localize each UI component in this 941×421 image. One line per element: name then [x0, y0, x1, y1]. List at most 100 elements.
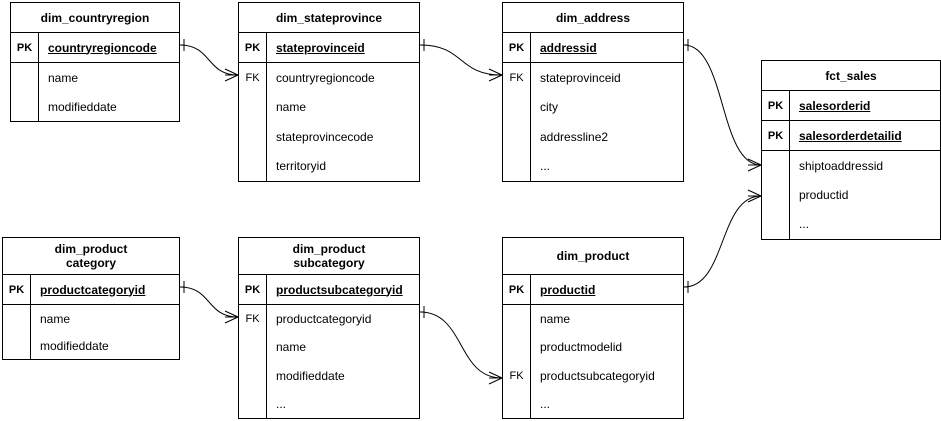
attribute-name: ...	[799, 217, 810, 232]
crows-foot-icon	[224, 68, 239, 82]
attribute-name: productmodelid	[540, 340, 623, 355]
attribute-name: name	[40, 311, 71, 326]
crows-foot-icon	[488, 371, 503, 385]
attribute-row-salesorderdetailid[interactable]: PK salesorderdetailid	[762, 121, 940, 151]
key-badge	[503, 333, 531, 362]
attribute-row-territoryid[interactable]: territoryid	[239, 151, 419, 181]
entity-title: dim_product	[503, 238, 683, 275]
relationship-line	[179, 286, 239, 318]
attribute-row-modifieddate[interactable]: modifieddate	[239, 361, 419, 390]
attribute-row-name[interactable]: name	[239, 92, 419, 122]
attribute-name: territoryid	[276, 159, 327, 174]
attribute-row-...[interactable]: ...	[503, 389, 683, 418]
attribute-name: stateprovinceid	[276, 40, 365, 55]
key-badge	[239, 122, 267, 152]
attribute-row-stateprovincecode[interactable]: stateprovincecode	[239, 122, 419, 152]
attribute-name: name	[540, 312, 571, 327]
key-badge: FK	[239, 63, 267, 93]
relationship-line	[419, 44, 503, 76]
attribute-row-addressline2[interactable]: addressline2	[503, 122, 683, 152]
relationship-countryregion-to-stateprovince	[176, 39, 239, 82]
key-badge	[239, 92, 267, 122]
attribute-row-name[interactable]: name	[3, 305, 179, 332]
attribute-row-productcategoryid[interactable]: FK productcategoryid	[239, 305, 419, 334]
relationship-address-to-sales	[680, 39, 762, 172]
relationship-line	[683, 195, 762, 288]
attribute-row-productmodelid[interactable]: productmodelid	[503, 333, 683, 362]
attribute-name: name	[48, 70, 79, 85]
attribute-name: productid	[799, 187, 849, 202]
entity-title: fct_sales	[762, 61, 940, 91]
crows-foot-icon	[747, 189, 762, 203]
attribute-name: salesorderdetailid	[799, 128, 902, 143]
attribute-name: name	[276, 100, 307, 115]
attribute-row-...[interactable]: ...	[762, 209, 940, 239]
attribute-name: modifieddate	[276, 368, 345, 383]
key-badge	[762, 151, 790, 181]
key-badge	[239, 333, 267, 362]
relationship-stateprovince-to-address	[416, 39, 503, 82]
attribute-name: productid	[540, 282, 596, 297]
attribute-name: productcategoryid	[276, 312, 372, 327]
attribute-name: ...	[540, 396, 551, 411]
key-badge	[3, 332, 31, 359]
attribute-row-modifieddate[interactable]: modifieddate	[3, 332, 179, 359]
attribute-row-...[interactable]: ...	[503, 151, 683, 181]
attribute-row-modifieddate[interactable]: modifieddate	[11, 92, 179, 121]
attribute-name: addressid	[540, 40, 597, 55]
key-badge	[239, 151, 267, 181]
entity-title: dim_stateprovince	[239, 3, 419, 33]
relationship-subcategory-to-product	[416, 306, 503, 385]
relationship-line	[179, 44, 239, 76]
crows-foot-icon	[488, 68, 503, 82]
key-badge: FK	[239, 305, 267, 334]
key-badge: PK	[762, 91, 790, 120]
crows-foot-icon	[224, 310, 239, 324]
key-badge: PK	[3, 275, 31, 304]
key-badge	[762, 180, 790, 210]
attribute-row-city[interactable]: city	[503, 92, 683, 122]
relationship-product-to-sales	[680, 189, 762, 293]
attribute-row-addressid[interactable]: PK addressid	[503, 33, 683, 63]
attribute-name: productsubcategoryid	[276, 282, 403, 297]
key-badge: PK	[762, 121, 790, 150]
attribute-row-name[interactable]: name	[503, 305, 683, 334]
attribute-name: addressline2	[540, 129, 609, 144]
attribute-row-shiptoaddressid[interactable]: shiptoaddressid	[762, 151, 940, 181]
attribute-body-group: FK productcategoryid name modifieddate...	[239, 305, 419, 418]
key-badge	[3, 305, 31, 332]
attribute-name: city	[540, 100, 558, 115]
key-badge	[503, 305, 531, 334]
attribute-name: ...	[276, 396, 287, 411]
attribute-name: modifieddate	[48, 99, 117, 114]
attribute-row-name[interactable]: name	[239, 333, 419, 362]
attribute-name: shiptoaddressid	[799, 158, 884, 173]
attribute-name: stateprovincecode	[276, 129, 374, 144]
relationship-productcategory-to-subcategory	[176, 281, 239, 324]
attribute-name: name	[276, 340, 307, 355]
key-badge	[239, 361, 267, 390]
attribute-row-name[interactable]: name	[11, 63, 179, 92]
crows-foot-icon	[747, 158, 762, 172]
attribute-row-...[interactable]: ...	[239, 389, 419, 418]
key-badge: PK	[503, 33, 531, 62]
attribute-row-productid[interactable]: productid	[762, 180, 940, 210]
